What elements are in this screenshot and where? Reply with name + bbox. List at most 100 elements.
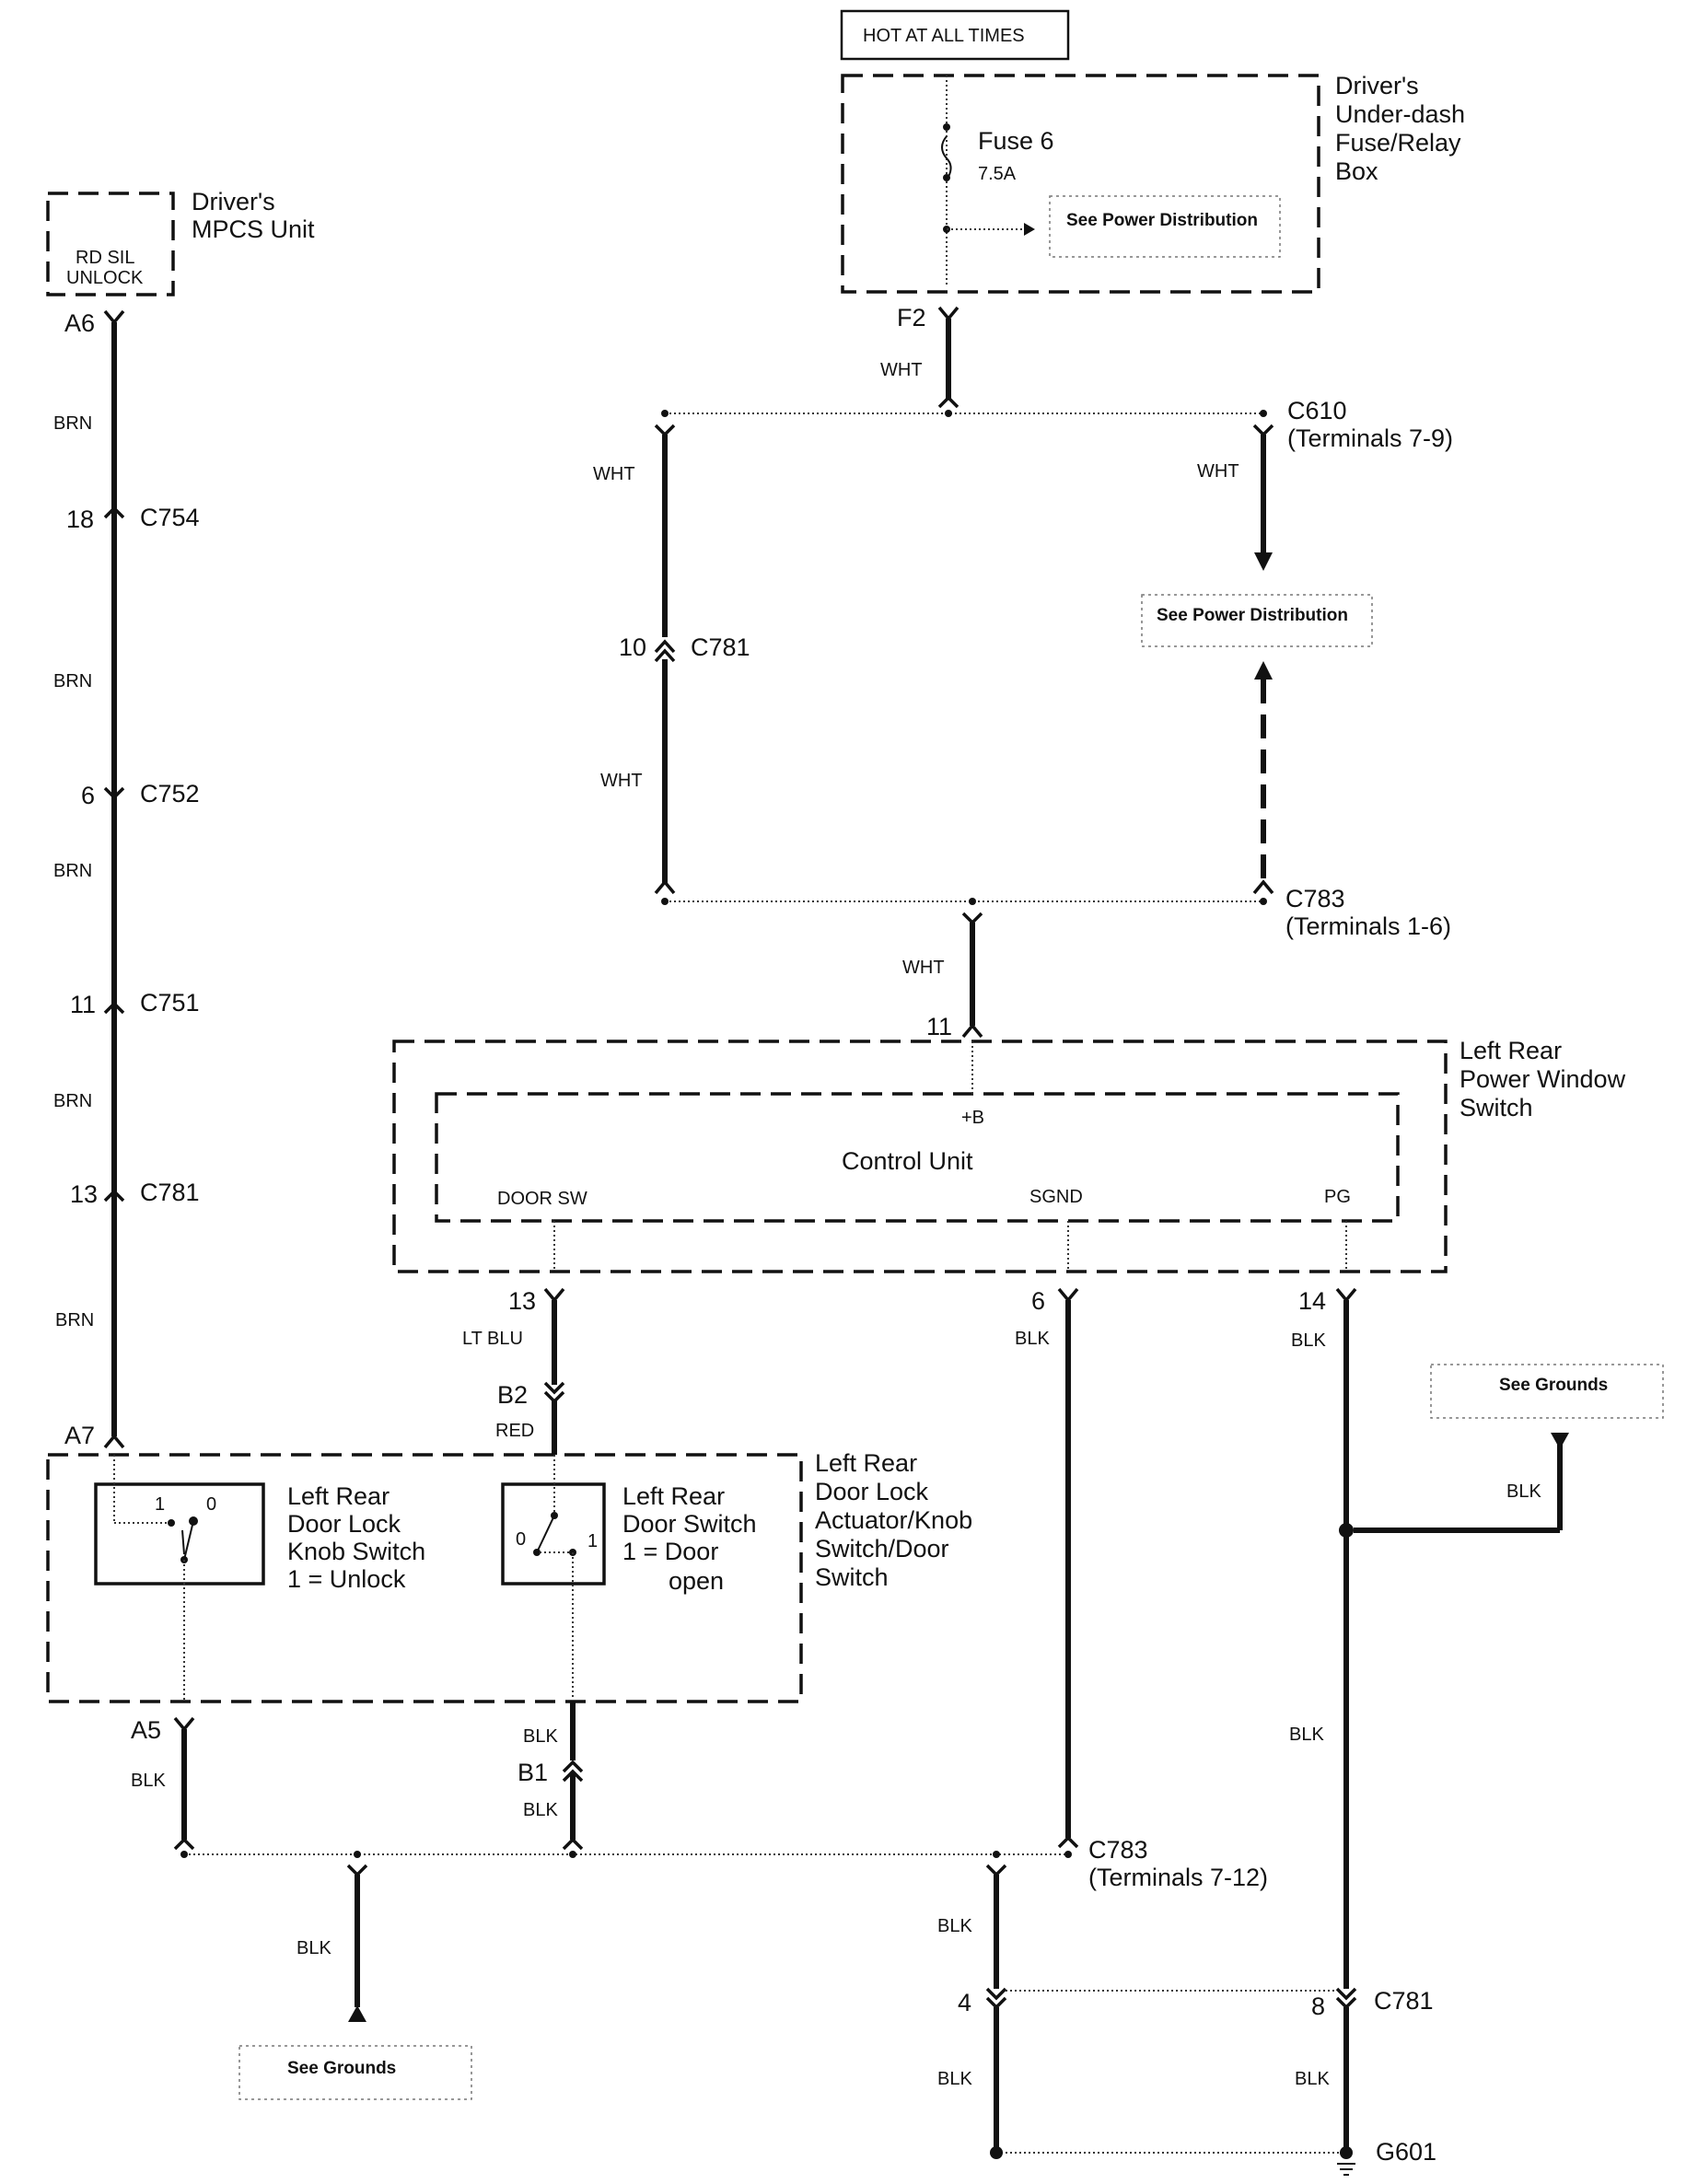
- knob-switch: 1 0 Left Rear Door Lock Knob Switch 1 = …: [94, 1455, 425, 1700]
- connector-f2-icon: [937, 306, 959, 321]
- wire-color-blk-c783: BLK: [937, 1916, 972, 1936]
- assembly-label-line4: Switch/Door: [815, 1535, 949, 1562]
- pws-label-line3: Switch: [1460, 1094, 1533, 1121]
- see-power-distribution-link-1[interactable]: See Power Distribution: [1066, 211, 1258, 230]
- c781-left-name: C781: [140, 1179, 200, 1206]
- fuse-box-label-line1: Driver's: [1335, 72, 1419, 99]
- connector-icon: [543, 1287, 565, 1303]
- hot-at-all-times-label: HOT AT ALL TIMES: [863, 26, 1025, 46]
- knob-switch-label-line3: Knob Switch: [287, 1538, 425, 1565]
- hot-at-all-times-box: HOT AT ALL TIMES: [840, 9, 1070, 61]
- terminal-a5: A5: [131, 1716, 161, 1744]
- connector-c754-icon: [103, 505, 125, 519]
- arrow-right-icon: [1024, 223, 1035, 236]
- pws-terminal-13: 13: [508, 1287, 536, 1315]
- c781-lower-name: C781: [1374, 1987, 1434, 2015]
- terminal-b1: B1: [518, 1759, 548, 1786]
- fuse-box-label-line2: Under-dash: [1335, 100, 1465, 128]
- wire-color-wht-switch: WHT: [902, 958, 945, 978]
- connector-b2-icon: [543, 1381, 565, 1395]
- arrow-up-ground-icon: [1551, 1433, 1569, 1449]
- pin-b-label: +B: [961, 1108, 984, 1128]
- ground-symbol-icon: [1337, 2163, 1355, 2176]
- knob-switch-label-line1: Left Rear: [287, 1482, 390, 1510]
- wire-color-blk-ground-left: BLK: [297, 1938, 331, 1958]
- c752-pin: 6: [81, 782, 95, 809]
- connector-c781-lower-right-icon: [1335, 1987, 1357, 2001]
- mpcs-unit: Driver's MPCS Unit RD SIL UNLOCK: [46, 188, 315, 296]
- connector-c781-icon: [654, 639, 676, 654]
- door-lock-assembly: Left Rear Door Lock Actuator/Knob Switch…: [46, 1449, 972, 1703]
- connector-c783-lower-icon: [1057, 1835, 1079, 1849]
- pin-pg-label: PG: [1324, 1187, 1351, 1207]
- wire-color-wht-c610: WHT: [1197, 461, 1239, 482]
- see-grounds-link-left[interactable]: See Grounds: [287, 2059, 396, 2078]
- door-switch-label-line2: Door Switch: [622, 1510, 757, 1538]
- connector-icon: [562, 1837, 584, 1851]
- connector-a7-icon: [103, 1434, 125, 1449]
- c751-pin: 11: [70, 991, 96, 1018]
- pin-sgnd-label: SGND: [1029, 1187, 1083, 1207]
- connector-icon: [173, 1837, 195, 1851]
- wire-color-brn-4: BRN: [53, 1091, 92, 1111]
- assembly-label-line1: Left Rear: [815, 1449, 917, 1477]
- connector-icon: [937, 395, 959, 409]
- c781-left-pin: 13: [70, 1180, 98, 1208]
- connector-c781-lower-left-icon: [985, 1987, 1007, 2001]
- connector-c752-icon: [103, 786, 125, 800]
- see-power-distribution-ref-1[interactable]: [1049, 195, 1281, 258]
- mpcs-inner-line2: UNLOCK: [66, 268, 144, 288]
- fuse-icon: [941, 135, 952, 178]
- pws-terminal-6: 6: [1031, 1287, 1045, 1315]
- terminal-a6: A6: [64, 309, 95, 337]
- connector-icon: [562, 1769, 584, 1783]
- connector-c783-upper-icon: [1252, 879, 1274, 895]
- door-switch-pos-0: 0: [516, 1529, 526, 1550]
- wire-color-blk-pg-lower: BLK: [1289, 1725, 1324, 1745]
- connector-icon: [654, 879, 676, 895]
- connector-a5-icon: [173, 1716, 195, 1732]
- wire-color-blk-c781-left-lower: BLK: [937, 2069, 972, 2089]
- wire-color-wht-left-2: WHT: [600, 771, 643, 791]
- mpcs-inner-line1: RD SIL: [76, 248, 134, 268]
- connector-b1-icon: [562, 1760, 584, 1773]
- connector-c781-left-icon: [103, 1189, 125, 1202]
- see-grounds-ref-right[interactable]: [1430, 1364, 1664, 1419]
- assembly-label-line2: Door Lock: [815, 1478, 929, 1505]
- door-switch-pos-1: 1: [587, 1531, 598, 1551]
- c783-upper-name: C783: [1285, 885, 1345, 912]
- door-switch-label-line1: Left Rear: [622, 1482, 725, 1510]
- c610-terminals: (Terminals 7-9): [1287, 424, 1453, 452]
- wire-color-brn-3: BRN: [53, 861, 92, 881]
- switch-contact-icon: [181, 1529, 185, 1555]
- see-power-distribution-ref-2[interactable]: [1141, 594, 1373, 647]
- see-grounds-ref-left[interactable]: [238, 2045, 472, 2100]
- arrow-up-ground-icon: [348, 2005, 366, 2022]
- door-switch-label-line4: open: [669, 1567, 724, 1595]
- pin-door-sw-label: DOOR SW: [497, 1189, 587, 1209]
- fuse-relay-box: Driver's Under-dash Fuse/Relay Box Fuse …: [841, 72, 1465, 294]
- terminal-f2: F2: [897, 304, 926, 331]
- pws-terminal-11: 11: [926, 1013, 952, 1040]
- see-grounds-link-right[interactable]: See Grounds: [1499, 1376, 1608, 1395]
- wire-color-wht-f2: WHT: [880, 360, 923, 380]
- c783-upper-terminals: (Terminals 1-6): [1285, 912, 1451, 940]
- wire-color-blk-ground-right: BLK: [1506, 1481, 1541, 1502]
- connector-c751-icon: [103, 1001, 125, 1015]
- power-window-switch: Left Rear Power Window Switch +B Control…: [392, 1037, 1626, 1273]
- see-power-distribution-link-2[interactable]: See Power Distribution: [1157, 606, 1348, 625]
- assembly-label-line5: Switch: [815, 1563, 889, 1591]
- c754-name: C754: [140, 504, 200, 531]
- wire-color-blk-sgnd: BLK: [1015, 1329, 1050, 1349]
- c610-name: C610: [1287, 397, 1347, 424]
- wire-color-blk-pg: BLK: [1291, 1330, 1326, 1351]
- knob-switch-label-line2: Door Lock: [287, 1510, 401, 1538]
- wire-color-brn-1: BRN: [53, 413, 92, 434]
- terminal-b2: B2: [497, 1381, 528, 1409]
- wire-color-brn-5: BRN: [55, 1310, 94, 1330]
- connector-icon: [961, 912, 983, 925]
- c783-lower-name: C783: [1088, 1836, 1148, 1864]
- c783-lower-terminals: (Terminals 7-12): [1088, 1864, 1268, 1891]
- knob-switch-label-line4: 1 = Unlock: [287, 1565, 406, 1593]
- wire-color-brn-2: BRN: [53, 671, 92, 691]
